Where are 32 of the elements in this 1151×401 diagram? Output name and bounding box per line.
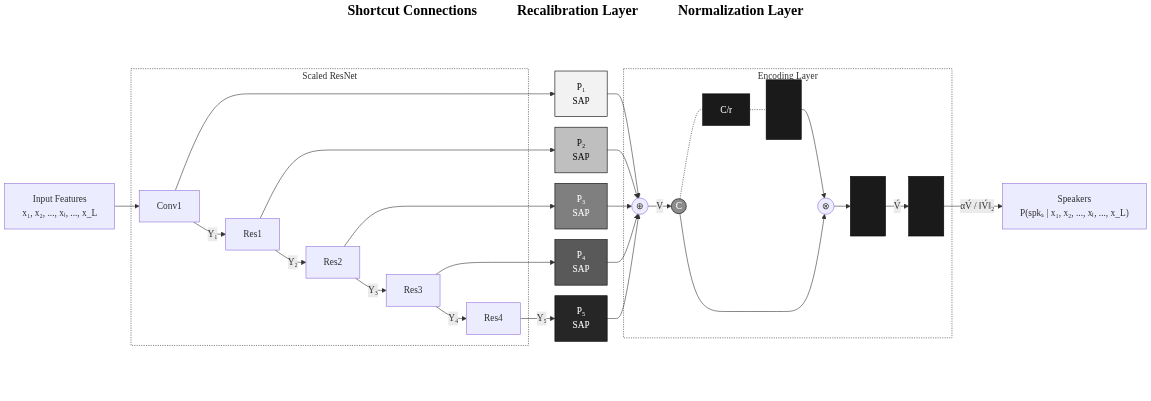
edge-label: Y₄: [448, 313, 459, 324]
node-circle: ⊗: [817, 197, 835, 215]
edge-label: αV́ / ‖V́‖₂: [960, 200, 995, 211]
layer-label: Normalization Layer: [677, 3, 804, 19]
node-box: C/r: [702, 93, 751, 126]
node-box: Res2: [305, 246, 361, 279]
node-box: Speakers P(spkₛ | x₁, x₂, ..., xₗ, ..., x_L): [1002, 183, 1147, 230]
node-bar: [850, 176, 886, 237]
edge-label: Y₃: [367, 285, 379, 296]
edge-label: Y₂: [287, 257, 298, 267]
node-bar: [908, 176, 945, 237]
edge-label: V́: [893, 200, 901, 211]
node-box: P₃ SAP: [554, 183, 608, 230]
node-box: Res4: [466, 302, 521, 335]
edge-label: Y₅: [536, 313, 547, 324]
layer-label: Recalibration Layer: [517, 3, 638, 19]
node-box: P₄ SAP: [554, 239, 608, 286]
node-box: P₁ SAP: [554, 70, 608, 117]
node-circle: ⊕: [631, 197, 649, 215]
node-box: Conv1: [138, 190, 200, 223]
node-box: Res1: [225, 218, 280, 251]
layer-label: Shortcut Connections: [347, 3, 477, 19]
node-circle: C: [671, 198, 687, 214]
edge-label: Y₁: [207, 228, 218, 239]
connector: [679, 109, 703, 199]
connector: [749, 109, 767, 110]
node-box: P₂ SAP: [554, 126, 608, 174]
node-box: Input Features x₁, x₂, ..., xₗ, ..., x_L: [4, 183, 115, 230]
node-bar: [765, 79, 802, 140]
edge-label: V: [656, 200, 664, 211]
node-box: Res3: [385, 274, 441, 307]
node-box: P₅ SAP: [554, 295, 608, 342]
